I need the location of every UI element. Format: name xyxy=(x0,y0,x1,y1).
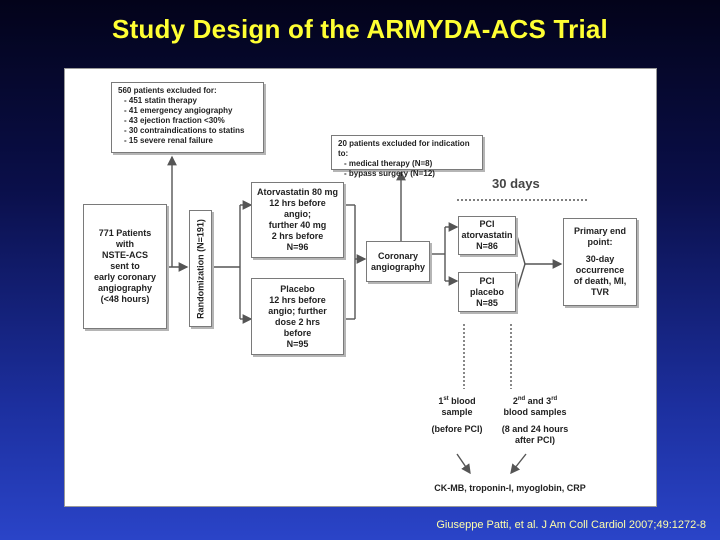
patients-line: sent to xyxy=(110,261,140,271)
atorvastatin-line: 12 hrs before xyxy=(269,198,326,208)
coronary-line: Coronary xyxy=(377,250,418,261)
excluded-560-item: - 30 contraindications to statins xyxy=(124,126,245,135)
randomization-label: Randomization (N=191) xyxy=(195,218,205,319)
excluded-20-item: - bypass surgery (N=12) xyxy=(344,169,435,178)
patients-line: 771 Patients xyxy=(98,228,152,238)
excluded-560-item: - 451 statin therapy xyxy=(124,96,197,105)
excluded-20-box: 20 patients excluded for indication to: … xyxy=(331,135,483,178)
excluded-560-item: - 15 severe renal failure xyxy=(124,136,213,145)
placebo-line: N=95 xyxy=(286,338,309,349)
placebo-box: Placebo 12 hrs before angio; further dos… xyxy=(251,278,344,355)
patients-line: with xyxy=(116,239,134,249)
randomization-box: Randomization (N=191) xyxy=(189,210,212,327)
pci-atorvastatin-line: PCI xyxy=(479,219,495,229)
diagram-panel: 560 patients excluded for: - 451 statin … xyxy=(64,68,657,507)
placebo-line: Placebo xyxy=(280,283,315,294)
pci-placebo-line: N=85 xyxy=(476,297,498,308)
blood-sample-2-3: 2nd and 3rd blood samples (8 and 24 hour… xyxy=(490,396,580,446)
endpoint-line: of death, MI, xyxy=(573,276,627,286)
blood-sample-1: 1st blood sample (before PCI) xyxy=(417,396,497,435)
patients-line: angiography xyxy=(97,283,152,293)
blood1-sup: st xyxy=(443,396,449,402)
primary-endpoint-box: Primary end point: 30-day occurrence of … xyxy=(563,218,637,306)
blood1-text: blood xyxy=(448,396,476,406)
placebo-line: angio; further xyxy=(268,305,327,316)
citation: Giuseppe Patti, et al. J Am Coll Cardiol… xyxy=(436,519,706,531)
atorvastatin-line: 2 hrs before xyxy=(271,231,324,241)
slide-title: Study Design of the ARMYDA-ACS Trial xyxy=(112,14,608,44)
coronary-angiography-box: Coronary angiography xyxy=(366,241,430,282)
blood2-sup: nd xyxy=(517,396,526,402)
patients-line: early coronary xyxy=(93,272,157,282)
pci-placebo-box: PCI placebo N=85 xyxy=(458,272,516,312)
blood2-line4: after PCI) xyxy=(514,435,555,445)
markers-label: CK-MB, troponin-I, myoglobin, CRP xyxy=(434,483,586,493)
blood1-ordinal: 1 xyxy=(438,396,444,406)
endpoint-line: TVR xyxy=(591,287,609,297)
placebo-line: dose 2 hrs xyxy=(274,316,321,327)
pci-atorvastatin-box: PCI atorvastatin N=86 xyxy=(458,216,516,255)
endpoint-line: 30-day xyxy=(585,254,615,264)
blood2-line3: (8 and 24 hours xyxy=(501,424,569,434)
pci-placebo-line: placebo xyxy=(469,286,504,297)
atorvastatin-line: angio; xyxy=(284,209,311,219)
excluded-560-item: - 41 emergency angiography xyxy=(124,106,233,115)
blood1-line3: (before PCI) xyxy=(431,424,483,434)
excluded-560-box: 560 patients excluded for: - 451 statin … xyxy=(111,82,264,153)
pci-placebo-line: PCI xyxy=(479,275,495,286)
blood2-text: and 3 xyxy=(525,396,552,406)
endpoint-line: Primary end xyxy=(573,226,627,236)
pci-atorvastatin-line: N=86 xyxy=(476,241,498,251)
blood2-ordinal: 2 xyxy=(512,396,518,406)
excluded-20-item: - medical therapy (N=8) xyxy=(344,159,433,168)
placebo-line: 12 hrs before xyxy=(269,294,326,305)
patients-line: (<48 hours) xyxy=(100,294,150,304)
excluded-560-header: 560 patients excluded for: xyxy=(118,86,217,95)
excluded-560-item: - 43 ejection fraction <30% xyxy=(124,116,225,125)
coronary-line: angiography xyxy=(370,261,425,272)
endpoint-line: occurrence xyxy=(575,265,625,275)
thirty-days-label: 30 days xyxy=(492,176,540,191)
pci-atorvastatin-line: atorvastatin xyxy=(461,230,513,240)
placebo-line: before xyxy=(283,327,312,338)
atorvastatin-box: Atorvastatin 80 mg 12 hrs before angio; … xyxy=(251,182,344,258)
connector-lines xyxy=(151,155,587,475)
patients-box: 771 Patients with NSTE-ACS sent to early… xyxy=(83,204,167,329)
patients-line: NSTE-ACS xyxy=(101,250,148,260)
excluded-20-header: 20 patients excluded for indication to: xyxy=(338,139,470,158)
atorvastatin-line: further 40 mg xyxy=(268,220,327,230)
endpoint-line: point: xyxy=(587,237,613,247)
atorvastatin-line: Atorvastatin 80 mg xyxy=(256,187,339,197)
blood1-line2: sample xyxy=(441,407,473,417)
blood2-line2: blood samples xyxy=(503,407,567,417)
blood2-sup2: rd xyxy=(551,396,558,402)
atorvastatin-line: N=96 xyxy=(286,242,309,252)
